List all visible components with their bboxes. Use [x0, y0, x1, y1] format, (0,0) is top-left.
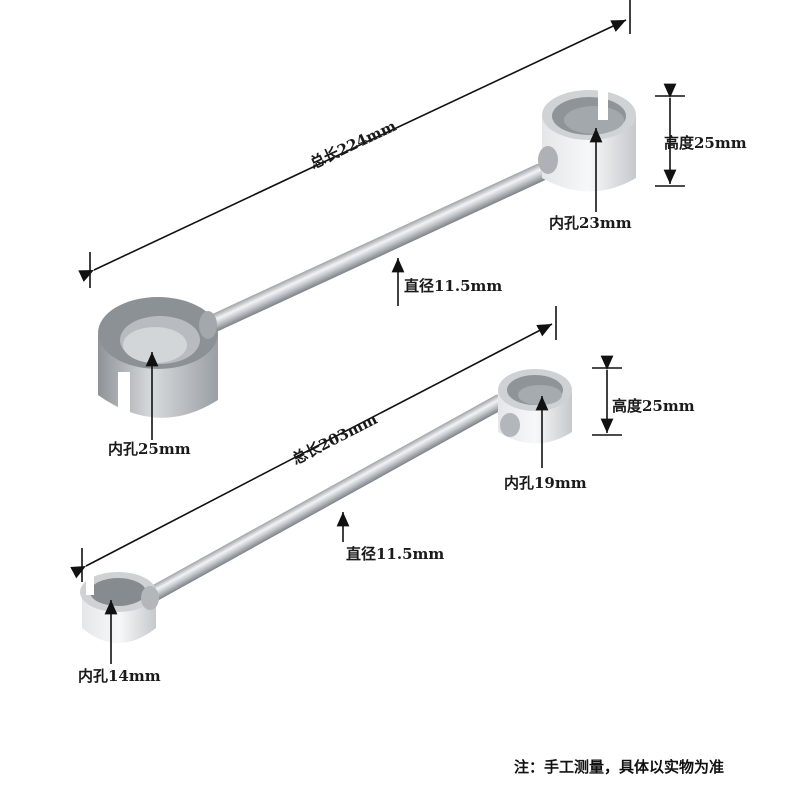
lower-height-label: 高度25mm	[612, 397, 695, 415]
lower-shaft	[144, 394, 507, 603]
lower-length-arrow	[70, 323, 553, 579]
lower-left-hole-label: 内孔14mm	[78, 667, 161, 685]
upper-right-ring	[538, 90, 636, 192]
lower-right-hole-label: 内孔19mm	[504, 474, 587, 492]
upper-left-ring	[98, 297, 218, 418]
lower-left-ring	[80, 572, 159, 643]
upper-diameter-label: 直径11.5mm	[404, 277, 503, 295]
lower-diameter-label: 直径11.5mm	[346, 545, 445, 563]
lower-right-ring	[498, 369, 572, 444]
upper-shaft	[208, 163, 548, 332]
upper-length-arrow	[78, 19, 627, 282]
upper-height-label: 高度25mm	[664, 134, 747, 152]
footnote: 注：手工测量，具体以实物为准	[514, 758, 725, 776]
upper-left-hole-label: 内孔25mm	[108, 440, 191, 458]
upper-right-hole-label: 内孔23mm	[549, 214, 632, 232]
lower-annotations	[70, 306, 622, 664]
